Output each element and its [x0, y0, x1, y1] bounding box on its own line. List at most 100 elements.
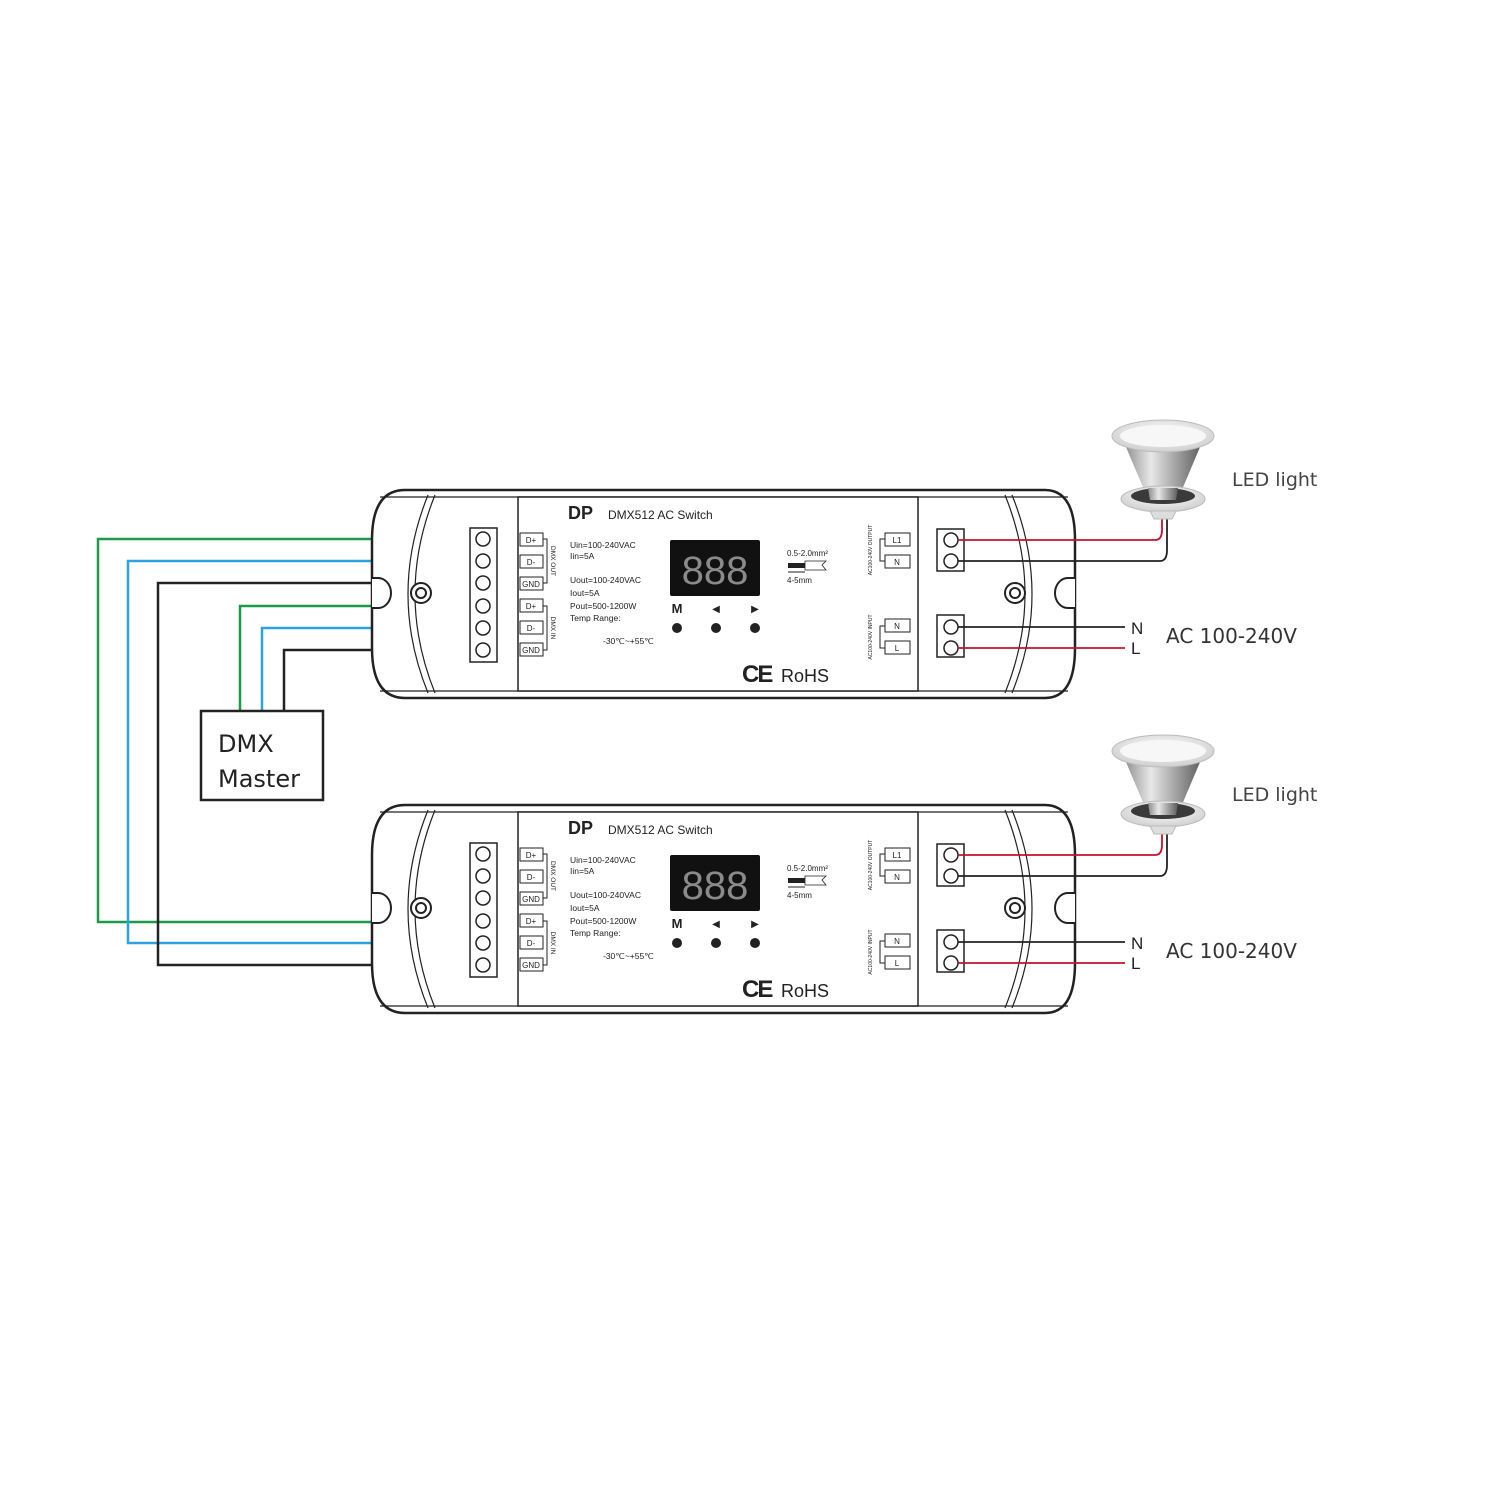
led-light-label: LED light — [1232, 784, 1317, 806]
led-light-label: LED light — [1232, 469, 1317, 491]
mount-slot-left — [372, 892, 392, 924]
dmx-master-label-line2: Master — [218, 765, 300, 793]
dmx-ac-switch-device: D+ D- GND D+ D- GND DMX OUT DMX IN DP DM… — [370, 419, 1317, 700]
dmx-label: GND — [522, 646, 540, 655]
wire-dmx-minus-link — [126, 559, 483, 945]
spec-text: Iout=5A — [570, 903, 600, 913]
left-button-label: ◀ — [712, 604, 720, 615]
strip-length: 4-5mm — [787, 576, 812, 585]
wire-output-live — [958, 518, 1163, 541]
right-button[interactable] — [750, 623, 760, 633]
input-group-label: AC100-240V INPUT — [868, 614, 874, 659]
dmx-master: DMX Master — [199, 709, 325, 802]
spec-text: -30℃~+55℃ — [603, 951, 654, 961]
spec-text: Pout=500-1200W — [570, 601, 636, 611]
brand-logo: DP — [568, 818, 593, 838]
right-button[interactable] — [750, 938, 760, 948]
spec-text: Temp Range: — [570, 613, 621, 623]
dmx-label: GND — [522, 961, 540, 970]
rohs-label: RoHS — [781, 666, 829, 686]
wire-output-live — [958, 833, 1163, 856]
led-display — [670, 855, 760, 911]
wire-size: 0.5-2.0mm² — [787, 864, 828, 873]
spec-text: Pout=500-1200W — [570, 916, 636, 926]
led-display-digits: 888 — [682, 864, 749, 908]
input-group-label: AC100-240V INPUT — [868, 929, 874, 974]
wire-output-neutral — [958, 518, 1168, 562]
dmx-label: D- — [527, 939, 536, 948]
dmx-label: D- — [527, 624, 536, 633]
dmx-label: GND — [522, 895, 540, 904]
supply-live-label: L — [1131, 954, 1140, 973]
led-display — [670, 540, 760, 596]
dmx-terminal-block — [469, 527, 498, 663]
dmx-terminals — [475, 531, 491, 658]
dmx-terminal-block — [469, 842, 498, 978]
mount-slot-right — [1054, 892, 1075, 924]
mode-button[interactable] — [672, 938, 682, 948]
dmx-label: D- — [527, 558, 536, 567]
output-label: N — [894, 873, 900, 882]
supply-live-label: L — [1131, 639, 1140, 658]
spec-list: Uin=100-240VAC Iin=5A Uout=100-240VAC Io… — [570, 855, 654, 961]
supply-voltage-label: AC 100-240V — [1166, 624, 1297, 648]
ac-wiring — [958, 833, 1168, 964]
left-button[interactable] — [711, 938, 721, 948]
dmx-label: GND — [522, 580, 540, 589]
led-display-digits: 888 — [682, 549, 749, 593]
mount-slot-left — [372, 577, 392, 609]
mount-slot-right — [1054, 577, 1075, 609]
wire-gnd-link — [156, 581, 483, 967]
mode-button-label: M — [672, 916, 683, 931]
dmx-label: D+ — [526, 917, 537, 926]
supply-neutral-label: N — [1131, 619, 1143, 638]
left-button[interactable] — [711, 623, 721, 633]
output-label: L1 — [893, 851, 902, 860]
brand-logo: DP — [568, 503, 593, 523]
dmx-terminals — [475, 846, 491, 973]
wire-size: 0.5-2.0mm² — [787, 549, 828, 558]
right-button-label: ▶ — [751, 919, 759, 930]
output-group-label: AC100-240V OUTPUT — [868, 525, 874, 576]
dmx-label: D+ — [526, 851, 537, 860]
mode-button-label: M — [672, 601, 683, 616]
ce-mark: CE — [742, 661, 773, 688]
spec-text: -30℃~+55℃ — [603, 636, 654, 646]
dmx-out-label: DMX OUT — [549, 546, 556, 576]
input-label: N — [894, 937, 900, 946]
input-label: L — [895, 644, 900, 653]
model-name: DMX512 AC Switch — [608, 508, 713, 522]
led-light-icon — [1111, 419, 1215, 520]
dmx-in-label: DMX IN — [549, 932, 556, 955]
right-button-label: ▶ — [751, 604, 759, 615]
led-light-icon — [1111, 734, 1215, 835]
spec-text: Iout=5A — [570, 588, 600, 598]
wire-strip-icon — [788, 875, 827, 888]
spec-text: Iin=5A — [570, 866, 595, 876]
spec-list: Uin=100-240VAC Iin=5A Uout=100-240VAC Io… — [570, 540, 654, 646]
spec-text: Uin=100-240VAC — [570, 540, 636, 550]
input-label: L — [895, 959, 900, 968]
left-button-label: ◀ — [712, 919, 720, 930]
dmx-in-label: DMX IN — [549, 617, 556, 640]
strip-length: 4-5mm — [787, 891, 812, 900]
rohs-label: RoHS — [781, 981, 829, 1001]
supply-voltage-label: AC 100-240V — [1166, 939, 1297, 963]
spec-text: Uout=100-240VAC — [570, 890, 641, 900]
model-name: DMX512 AC Switch — [608, 823, 713, 837]
wire-dmx-plus-link — [96, 537, 483, 924]
mode-button[interactable] — [672, 623, 682, 633]
ac-wiring — [958, 518, 1168, 649]
dmx-label: D+ — [526, 602, 537, 611]
dmx-master-label-line1: DMX — [218, 730, 274, 758]
output-label: N — [894, 558, 900, 567]
dmx-out-label: DMX OUT — [549, 861, 556, 891]
dmx-label: D- — [527, 873, 536, 882]
ce-mark: CE — [742, 976, 773, 1003]
output-group-label: AC100-240V OUTPUT — [868, 840, 874, 891]
dmx-label: D+ — [526, 536, 537, 545]
spec-text: Uin=100-240VAC — [570, 855, 636, 865]
dmx-ac-switch-device: D+ D- GND D+ D- GND DMX OUT DMX IN DP DM… — [370, 734, 1317, 1015]
spec-text: Temp Range: — [570, 928, 621, 938]
